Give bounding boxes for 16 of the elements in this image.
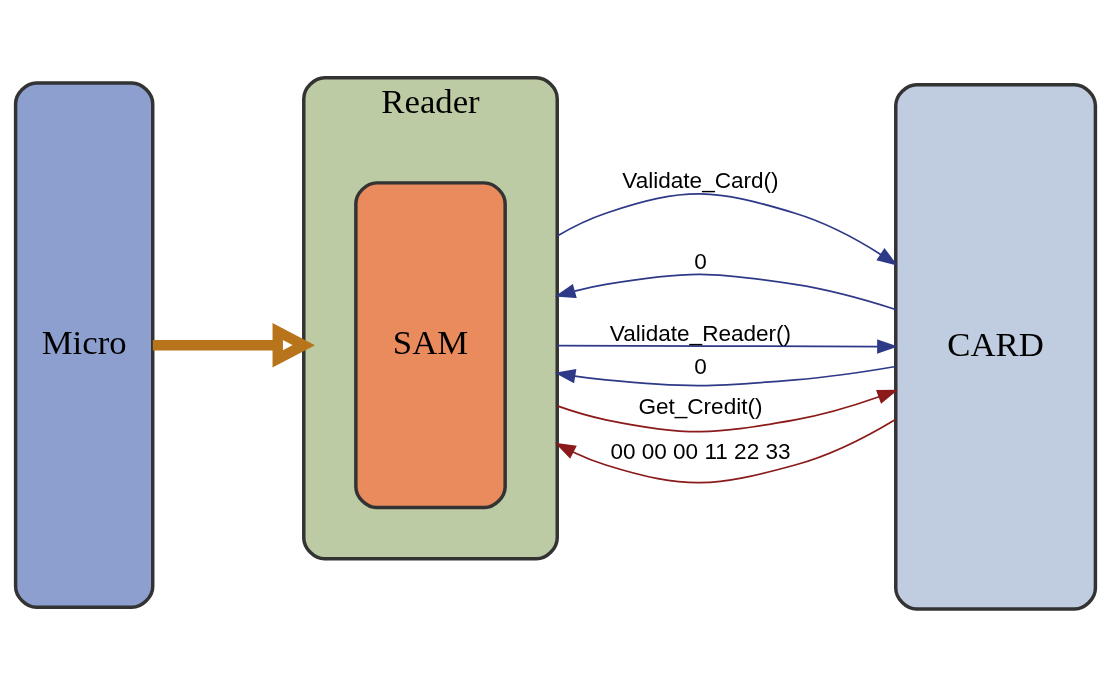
arrow: [556, 339, 898, 354]
arrow: [554, 365, 897, 387]
edge-label: Validate_Reader(): [609, 320, 792, 346]
edge-label: 0: [694, 353, 707, 379]
node-box: CARD: [894, 83, 1098, 611]
arrow: [554, 418, 897, 484]
node-box: SAM: [354, 181, 507, 510]
arrow: [554, 273, 897, 311]
arrow: [152, 322, 315, 368]
arrow: [556, 389, 899, 433]
node-box: Micro: [13, 81, 155, 610]
edge-label: 0: [694, 249, 707, 275]
edge-label: Validate_Card(): [622, 167, 779, 193]
edge-label: 00 00 00 11 22 33: [610, 438, 791, 464]
edge-label: Get_Credit(): [638, 393, 763, 419]
arrow: [556, 193, 898, 266]
